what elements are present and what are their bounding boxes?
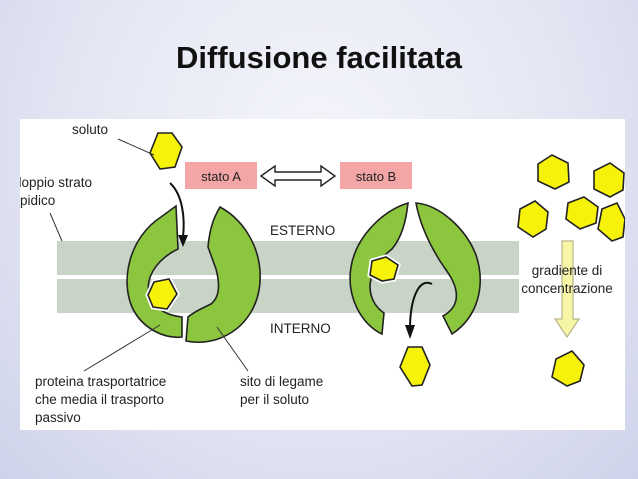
- gradient-label-line1: gradiente di: [532, 263, 603, 278]
- lipid-bilayer-label-line2: lipidico: [20, 193, 55, 208]
- outside-label: ESTERNO: [270, 223, 335, 238]
- solute-label: soluto: [72, 122, 108, 137]
- entry-arrowhead-icon: [178, 235, 188, 247]
- solute-hexagon-bound-a-fill: [147, 278, 178, 310]
- leader-lines: [49, 138, 249, 372]
- solute-path-arrows: [169, 182, 433, 330]
- state-a-box: [185, 162, 257, 189]
- concentration-gradient-arrow: [553, 240, 581, 339]
- double-arrow-icon: [259, 164, 337, 188]
- gradient-hexagon-6: [551, 350, 585, 387]
- state-b-box: [340, 162, 412, 189]
- gradient-hexagon-3: [565, 196, 599, 230]
- solute-leader-line: [117, 138, 155, 156]
- slide-title: Diffusione facilitata: [176, 40, 462, 75]
- binding-site-label-line1: sito di legame: [240, 374, 323, 389]
- solute-hexagon-bound-b-fill: [369, 256, 399, 282]
- transporter-label-line2: che media il trasporto: [35, 392, 164, 407]
- diagram-panel: stato A stato B soluto doppio strato lip…: [20, 119, 625, 430]
- solute-molecules: [145, 132, 625, 387]
- state-b-label: stato B: [356, 169, 396, 184]
- solute-hexagon-released: [399, 346, 431, 387]
- gradient-hexagon-5: [597, 201, 625, 242]
- facilitated-diffusion-diagram: stato A stato B soluto doppio strato lip…: [20, 122, 625, 425]
- entry-arrow-icon: [169, 182, 185, 238]
- gradient-label-line2: concentrazione: [521, 281, 613, 296]
- gradient-hexagon-1: [537, 154, 570, 190]
- state-a-label: stato A: [201, 169, 241, 184]
- binding-site-label-line2: per il soluto: [240, 392, 309, 407]
- bilayer-leader-line: [49, 212, 63, 242]
- solute-hexagon-entering: [149, 132, 183, 170]
- transporter-label-line3: passivo: [35, 410, 81, 425]
- binding-site-leader-line: [216, 326, 249, 372]
- lipid-bilayer-label-line1: doppio strato: [20, 175, 92, 190]
- transporter-protein-state-b: [349, 201, 481, 336]
- gradient-hexagon-2: [593, 162, 625, 198]
- exit-arrow-icon: [409, 281, 433, 330]
- inside-label: INTERNO: [270, 321, 331, 336]
- exit-arrowhead-icon: [405, 325, 415, 339]
- gradient-hexagon-4: [517, 200, 549, 238]
- transporter-protein-state-a: [126, 204, 261, 344]
- transporter-leader-line: [83, 324, 161, 372]
- transporter-label-line1: proteina trasportatrice: [35, 374, 166, 389]
